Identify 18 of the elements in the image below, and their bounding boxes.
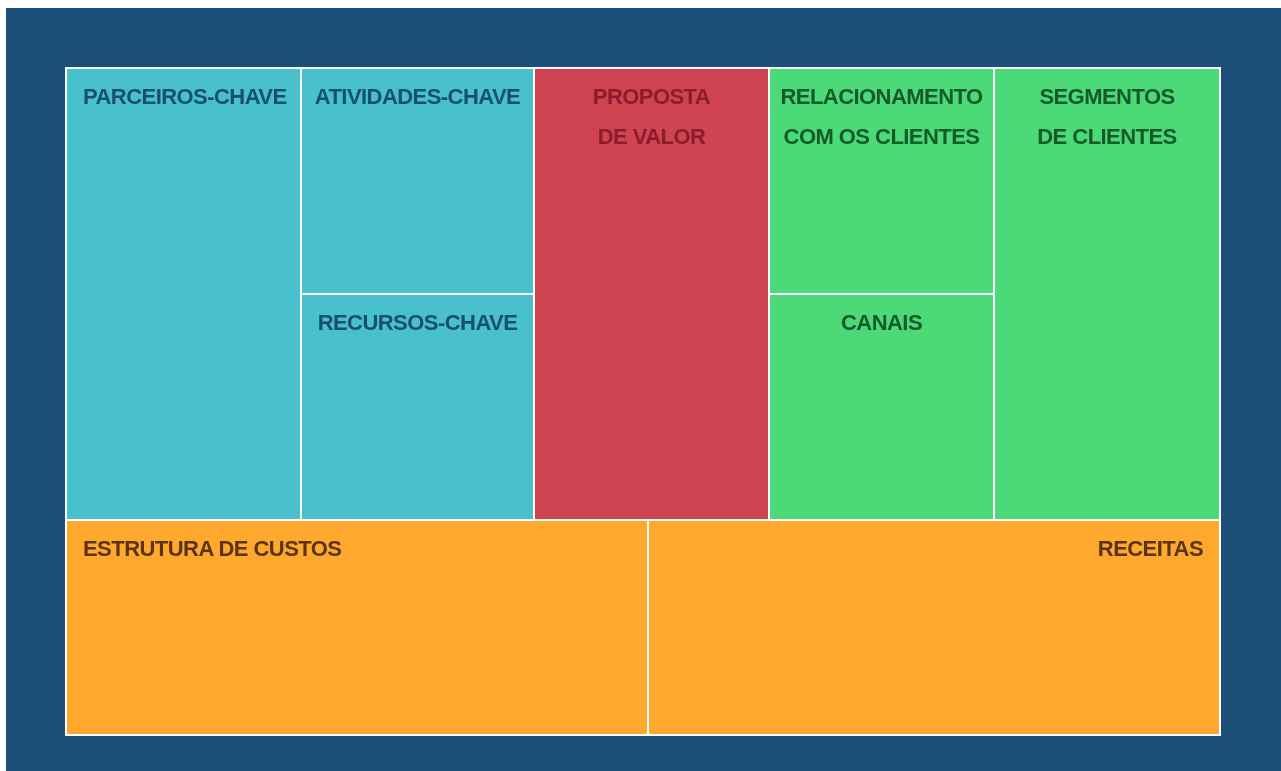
block-heading: SEGMENTOS DE CLIENTES (1036, 83, 1178, 151)
canvas-block (770, 69, 993, 293)
block-heading: RECEITAS (1096, 535, 1204, 563)
block-heading: RELACIONAMENTO COM OS CLIENTES (779, 83, 984, 151)
canvas-block (649, 521, 1219, 734)
block-heading: PARCEIROS-CHAVE (82, 83, 288, 111)
block-heading: RECURSOS-CHAVE (316, 309, 519, 337)
block-heading: CANAIS (839, 309, 923, 337)
canvas-block (770, 295, 993, 519)
block-heading: ESTRUTURA DE CUSTOS (82, 535, 343, 563)
block-heading: ATIVIDADES-CHAVE (313, 83, 522, 111)
canvas-block (995, 69, 1219, 519)
canvas-block (302, 69, 533, 293)
canvas-block (67, 69, 300, 519)
block-heading: PROPOSTA DE VALOR (591, 83, 712, 151)
canvas-block (302, 295, 533, 519)
canvas-block (535, 69, 768, 519)
canvas-block (67, 521, 647, 734)
